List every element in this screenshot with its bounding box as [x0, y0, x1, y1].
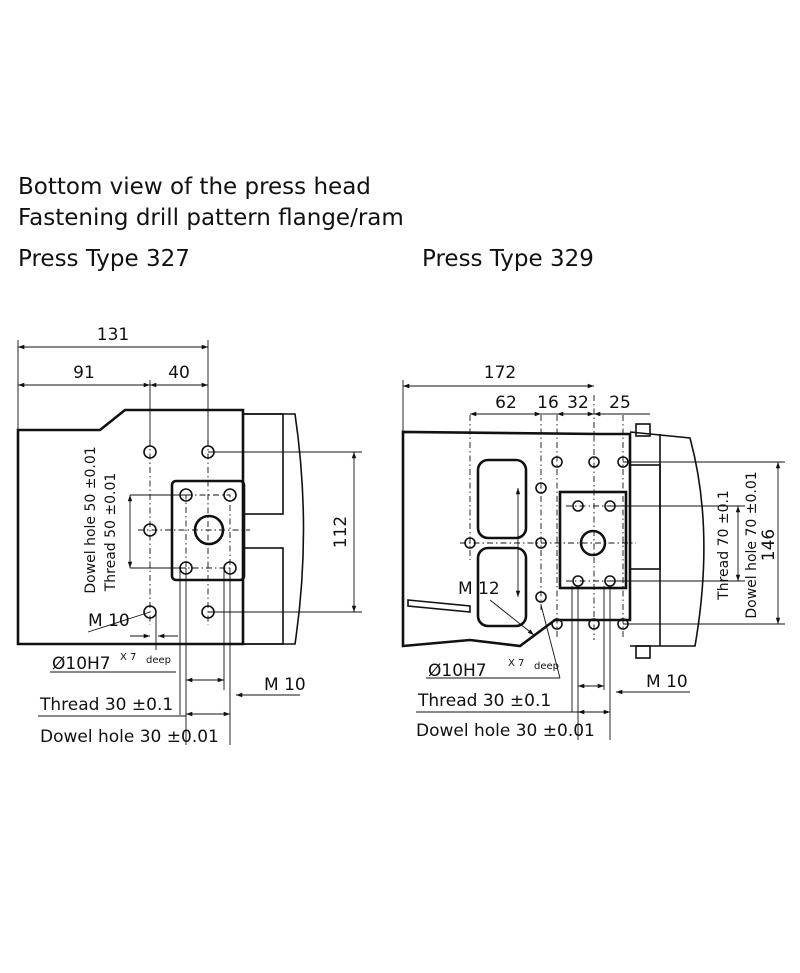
press-327-dim-112: 112 [331, 516, 351, 548]
press-327-dowel-depth: X 7 [120, 652, 136, 663]
press-327-dim-131: 131 [97, 325, 129, 345]
press-329-stud-top [635, 423, 651, 437]
press-329-dowel-hole-horizontal: Dowel hole 30 ±0.01 [416, 721, 595, 741]
press-327-dowel-diameter: Ø10H7 [52, 654, 111, 674]
press-327-m10-left: M 10 [88, 611, 130, 631]
press-327-side-block [243, 413, 305, 645]
press-329-heading: Press Type 329 [422, 246, 594, 272]
press-329-dim-25: 25 [609, 393, 631, 413]
press-327-dim-40: 40 [168, 363, 190, 383]
press-329-thread-horizontal: Thread 30 ±0.1 [417, 691, 551, 711]
press-329-dim-32: 32 [567, 393, 589, 413]
press-329-dim-16: 16 [537, 393, 559, 413]
press-329-dowel-depth: X 7 [508, 658, 524, 669]
press-327-drawing: 131 91 40 112 Dowel hole 50 ±0.01 Thread… [16, 325, 362, 747]
press-329-window-lower [476, 546, 528, 628]
press-329-window-upper [476, 458, 528, 540]
press-329-dowel-deep: deep [534, 661, 559, 672]
press-327-housing-outline [16, 408, 245, 646]
press-329-drawing: 172 62 16 32 25 Thread 70 ±0.1 Dowel hol… [401, 363, 785, 741]
press-327-upper-pocket [242, 413, 284, 515]
press-329-thread-vertical: Thread 70 ±0.1 [716, 490, 732, 601]
press-327-dowel-hole-vertical: Dowel hole 50 ±0.01 [83, 446, 99, 593]
press-329-dim-172: 172 [484, 363, 516, 383]
page-title: Bottom view of the press head [18, 174, 371, 200]
press-329-right-block [629, 431, 705, 647]
press-327-m10-right: M 10 [264, 675, 306, 695]
page-subtitle: Fastening drill pattern flange/ram [18, 205, 404, 231]
press-329-dim-62: 62 [495, 393, 517, 413]
press-329-dowel-hole-vertical: Dowel hole 70 ±0.01 [744, 471, 760, 618]
press-329-m10-right: M 10 [646, 672, 688, 692]
press-327-dim-91: 91 [73, 363, 95, 383]
press-327-heading: Press Type 327 [18, 246, 190, 272]
press-329-m12: M 12 [458, 579, 500, 599]
press-329-side-pocket [629, 464, 661, 570]
press-327-lower-pocket [242, 547, 284, 645]
press-329-dowel-diameter: Ø10H7 [428, 661, 487, 681]
press-327-thread-horizontal: Thread 30 ±0.1 [39, 695, 173, 715]
press-327-dowel-hole-horizontal: Dowel hole 30 ±0.01 [40, 727, 219, 747]
press-327-dowel-deep: deep [146, 655, 171, 666]
press-329-dim-146: 146 [759, 529, 779, 561]
press-329-flange-plate [558, 490, 628, 590]
press-327-thread-vertical: Thread 50 ±0.01 [103, 473, 119, 593]
press-329-stud-bottom [635, 645, 651, 659]
press-327-flange-centerlines [185, 494, 231, 569]
